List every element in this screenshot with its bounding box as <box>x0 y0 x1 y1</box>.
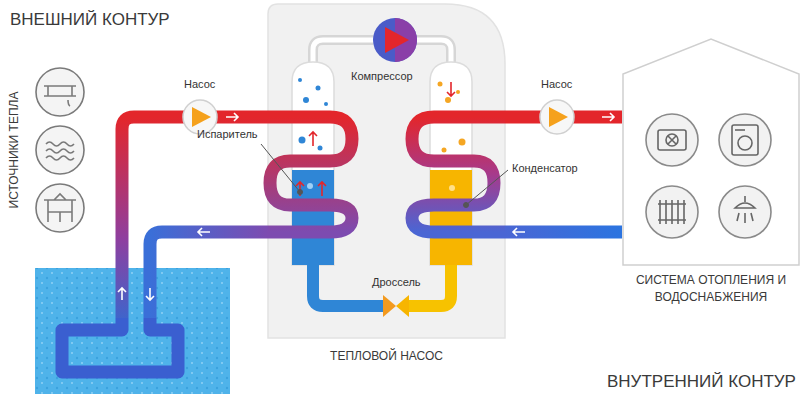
throttle-symbol <box>383 295 409 317</box>
source-icons-part <box>36 184 84 232</box>
evaporator-coil <box>268 117 352 232</box>
leader-lines-part <box>464 203 469 208</box>
consumer-icons-part <box>719 186 771 238</box>
refrigerant-bubbles-part <box>459 139 466 146</box>
part-name: Насос <box>541 78 572 91</box>
circulation-pumps-part <box>192 107 211 127</box>
consumer-icons-part <box>735 129 745 131</box>
heat-pump-housing-border <box>268 4 505 338</box>
compressor-symbol-part <box>373 18 417 62</box>
flow-arrows <box>118 113 296 300</box>
source-icons-part <box>36 68 84 116</box>
refrigerant-bubbles-part <box>299 137 306 144</box>
water-source-part <box>35 268 230 394</box>
condenser-coil <box>412 117 505 232</box>
source-icons-part <box>44 194 76 222</box>
consumer-icons-part <box>668 136 676 144</box>
leader-lines-part <box>261 144 300 192</box>
source-icons-part <box>44 86 76 106</box>
part-name: Насос <box>184 78 215 91</box>
part-name: Компрессор <box>351 70 413 83</box>
consumer-icons-part <box>658 200 686 224</box>
source-loop-pipe <box>62 117 268 372</box>
leader-lines-part <box>466 170 508 205</box>
consumer-icons-part <box>658 130 686 150</box>
condenser-vessel-part <box>430 170 472 265</box>
refrigerant-bubbles-part <box>438 82 443 87</box>
refrigerant-bubbles-part <box>298 78 302 82</box>
source-loop-pipe-part <box>62 318 178 372</box>
source-icons-part <box>36 126 84 174</box>
node-heading: ТЕПЛОВОЙ НАСОС <box>268 348 505 365</box>
circulation-pumps-part <box>540 100 574 134</box>
vapour-arrows-part <box>447 82 455 96</box>
source-loop-pipe-part <box>150 232 268 318</box>
flow-arrows-part <box>226 113 238 121</box>
refrigerant-bubbles-part <box>303 97 309 103</box>
part-name: Испаритель <box>197 128 258 141</box>
refrigerant-bubbles-part <box>449 185 455 191</box>
evaporator-vessel-part <box>292 170 334 265</box>
flow-arrows-part <box>198 228 210 236</box>
flow-arrows-part <box>146 288 154 300</box>
evaporator-coil-part <box>268 117 352 232</box>
building-outline-border <box>623 39 799 265</box>
refrigerant-bubbles-part <box>445 97 451 103</box>
water-source-part <box>35 268 230 394</box>
flow-arrowhead <box>513 228 525 236</box>
circuit-title: ВНЕШНИЙ КОНТУР <box>10 10 170 30</box>
source-loop-pipe-part <box>122 117 268 318</box>
circuit-title: ВНУТРЕННИЙ КОНТУР <box>607 372 796 392</box>
compressor-symbol-part <box>385 27 409 53</box>
pipe-connector <box>505 228 622 236</box>
leader-lines <box>261 144 508 208</box>
part-name: Дроссель <box>372 276 421 289</box>
circulation-pumps-part <box>549 107 568 127</box>
throttle-lines <box>313 265 451 306</box>
water-source <box>35 268 230 394</box>
refrigerant-bubbles-part <box>318 146 323 151</box>
vapour-arrows-part <box>309 132 317 146</box>
condenser-coil-part <box>412 117 505 232</box>
source-icons-part <box>46 142 74 160</box>
refrigerant-bubbles-part <box>456 90 460 94</box>
consumer-icons <box>646 114 771 238</box>
side-title: ИСТОЧНИКИ ТЕПЛА <box>7 92 21 209</box>
part-name: Конденсатор <box>512 162 578 175</box>
consumer-icons-part <box>738 136 752 150</box>
refrigerant-bubbles-part <box>324 102 328 106</box>
consumer-icons-part <box>666 134 678 146</box>
flow-arrowhead <box>602 113 614 121</box>
refrigerant-bubbles-part <box>307 183 313 189</box>
refrigerant-bubbles-part <box>316 86 321 91</box>
consumer-icons-part <box>735 196 755 223</box>
consumer-icons-part <box>646 114 698 166</box>
vapour-arrows-part <box>318 182 326 196</box>
consumer-icons-part <box>719 114 771 166</box>
pipe-line <box>505 226 622 239</box>
flow-arrows-part <box>118 288 126 300</box>
node-heading: СИСТЕМА ОТОПЛЕНИЯ И ВОДОСНАБЖЕНИЯ <box>622 272 800 307</box>
compressor-symbol <box>373 18 417 62</box>
consumer-icons-part <box>646 186 698 238</box>
leader-lines-part <box>298 190 303 195</box>
throttle-symbol-part <box>396 295 409 317</box>
refrigerant-bubbles-part <box>442 148 447 153</box>
refrigerant-bubbles <box>298 78 466 191</box>
throttle-symbol-part <box>383 295 396 317</box>
vapour-arrows <box>296 82 455 196</box>
source-icons <box>36 68 84 232</box>
consumer-icons-part <box>732 125 758 155</box>
